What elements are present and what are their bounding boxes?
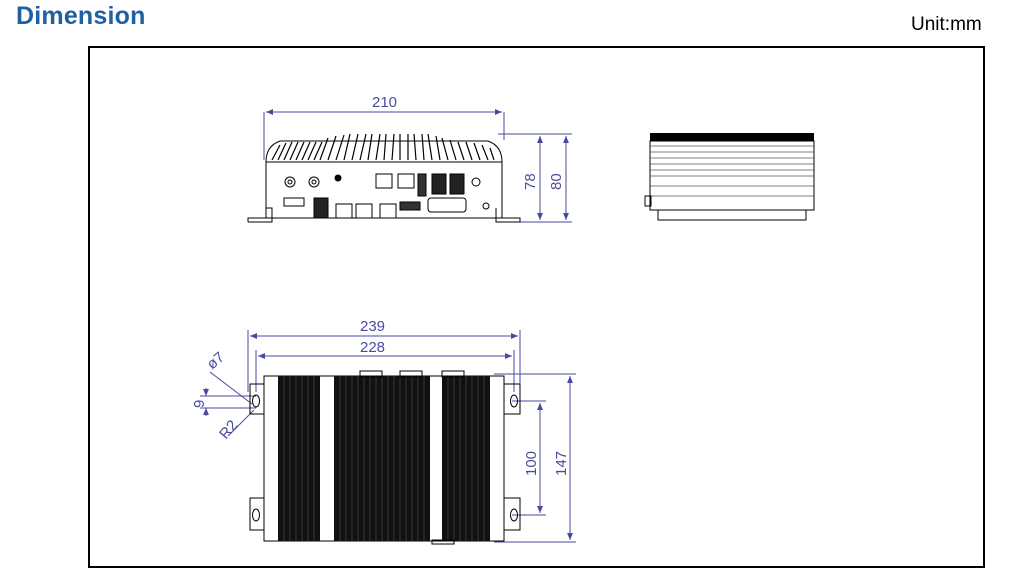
front-left-foot — [247, 207, 273, 223]
side-top-plate — [650, 133, 814, 141]
dim-text-100: 100 — [523, 451, 540, 476]
dim-text-210: 210 — [372, 94, 397, 111]
dim-text-9: 9 — [191, 400, 208, 408]
side-fin-lines — [650, 145, 814, 197]
front-heatsink-fins — [271, 133, 495, 161]
dim-text-239: 239 — [360, 318, 385, 335]
leader-phi7 — [209, 371, 253, 405]
ear-bottom-right — [504, 497, 521, 531]
page-title: Dimension — [16, 2, 146, 30]
dim-text-80: 80 — [548, 173, 565, 190]
side-view — [644, 133, 815, 221]
top-connectors — [359, 370, 465, 378]
top-view: 239 228 ø7 9 R2 100 147 — [191, 318, 576, 545]
ear-top-right — [504, 383, 521, 415]
drawing-frame — [88, 46, 985, 568]
heatsink-fin-lines — [283, 376, 485, 541]
side-base — [657, 210, 807, 221]
ear-top-left — [249, 383, 264, 415]
side-chassis — [649, 140, 815, 211]
front-right-foot — [495, 208, 521, 223]
dim-text-78: 78 — [522, 173, 539, 190]
ear-bottom-left — [249, 497, 264, 531]
dim-text-228: 228 — [360, 339, 385, 356]
mounting-holes — [252, 394, 518, 522]
dim-text-phi7: ø7 — [204, 349, 228, 373]
unit-label: Unit:mm — [911, 14, 982, 35]
heatsink-band-left — [278, 376, 320, 541]
front-io-ports — [283, 173, 490, 219]
front-view: 210 78 80 — [247, 94, 572, 223]
dim-text-147: 147 — [553, 451, 570, 476]
dim-text-r2: R2 — [216, 417, 241, 443]
